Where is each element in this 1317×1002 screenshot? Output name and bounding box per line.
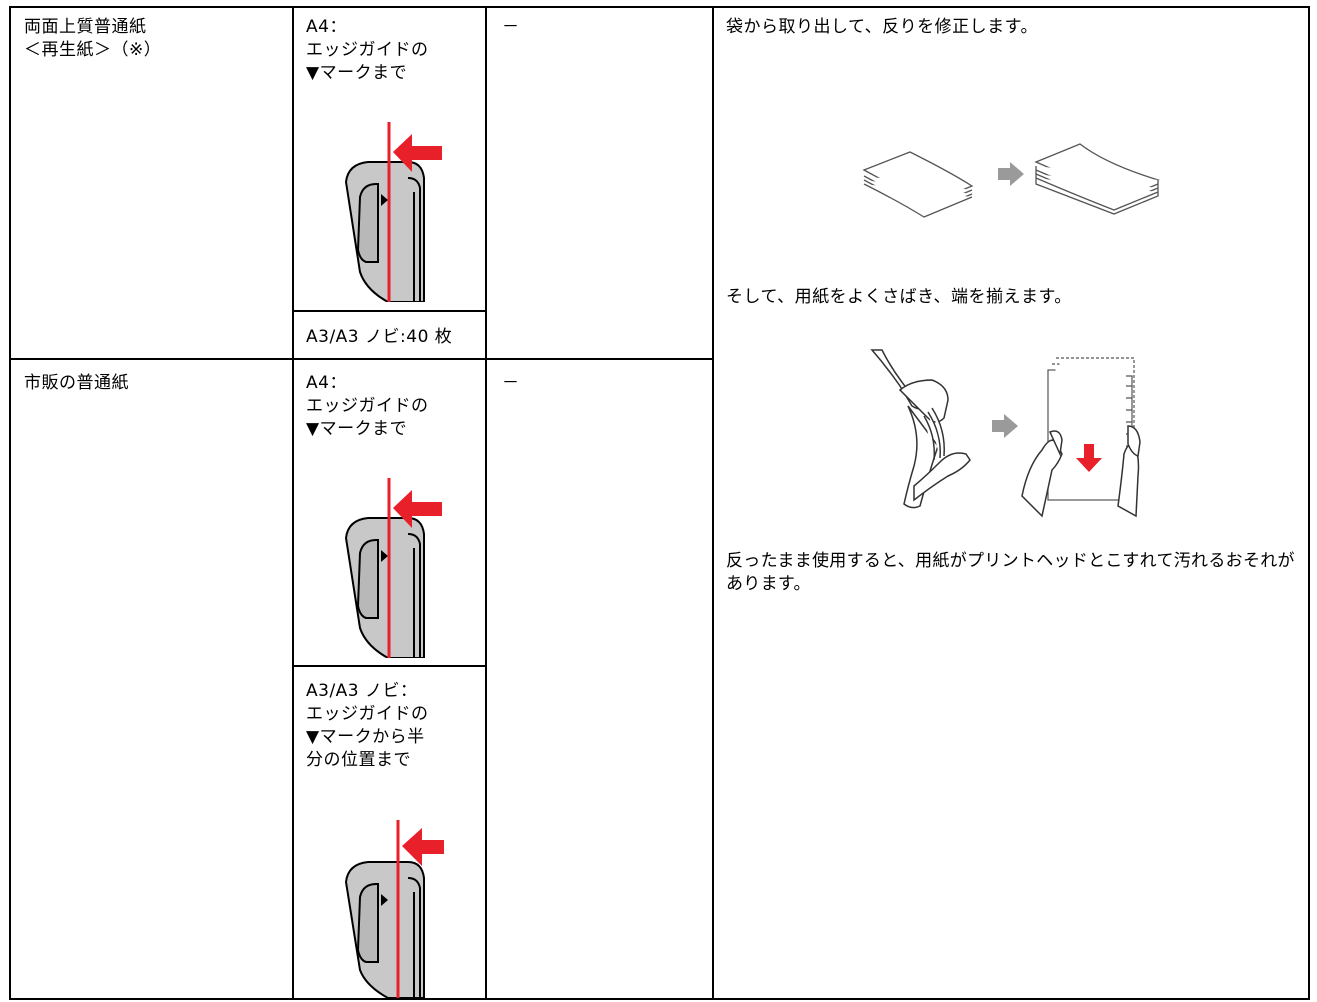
note-step-2: そして、用紙をよくさばき、端を揃えます。	[726, 287, 1072, 307]
note-step-1: 袋から取り出して、反りを修正します。	[726, 17, 1038, 37]
col-divider-1	[292, 6, 294, 1000]
table-border-bottom	[9, 998, 1310, 1000]
table-border-right	[1308, 6, 1310, 1000]
fanning-paper-icon	[852, 346, 1152, 526]
a4-capacity-cell: A4： エッジガイドの ▼マークまで	[306, 17, 429, 83]
a4-capacity-cell: A4： エッジガイドの ▼マークまで	[306, 373, 429, 439]
curled-paper-icon	[858, 138, 1163, 218]
extra-cell: －	[502, 17, 520, 37]
row-divider	[9, 358, 714, 360]
edge-guide-icon	[338, 478, 448, 668]
paper-type-cell: 両面上質普通紙 ＜再生紙＞（※）	[24, 17, 162, 60]
extra-cell: －	[502, 373, 520, 393]
col-divider-2	[485, 6, 487, 1000]
table-border-top	[9, 6, 1310, 8]
table-border-left	[9, 6, 11, 1000]
subrow-divider-2	[292, 665, 487, 667]
paper-type-cell: 市販の普通紙	[24, 373, 129, 393]
note-warning: 反ったまま使用すると、用紙がプリントヘッドとこすれて汚れるおそれがあります。	[726, 551, 1295, 594]
edge-guide-icon	[338, 812, 448, 1002]
a3-capacity-cell: A3/A3 ノビ:40 枚	[306, 327, 453, 347]
col-divider-3	[712, 6, 714, 1000]
a3-capacity-cell: A3/A3 ノビ： エッジガイドの ▼マークから半 分の位置まで	[306, 681, 429, 770]
subrow-divider-1	[292, 310, 487, 312]
edge-guide-icon	[338, 122, 448, 312]
